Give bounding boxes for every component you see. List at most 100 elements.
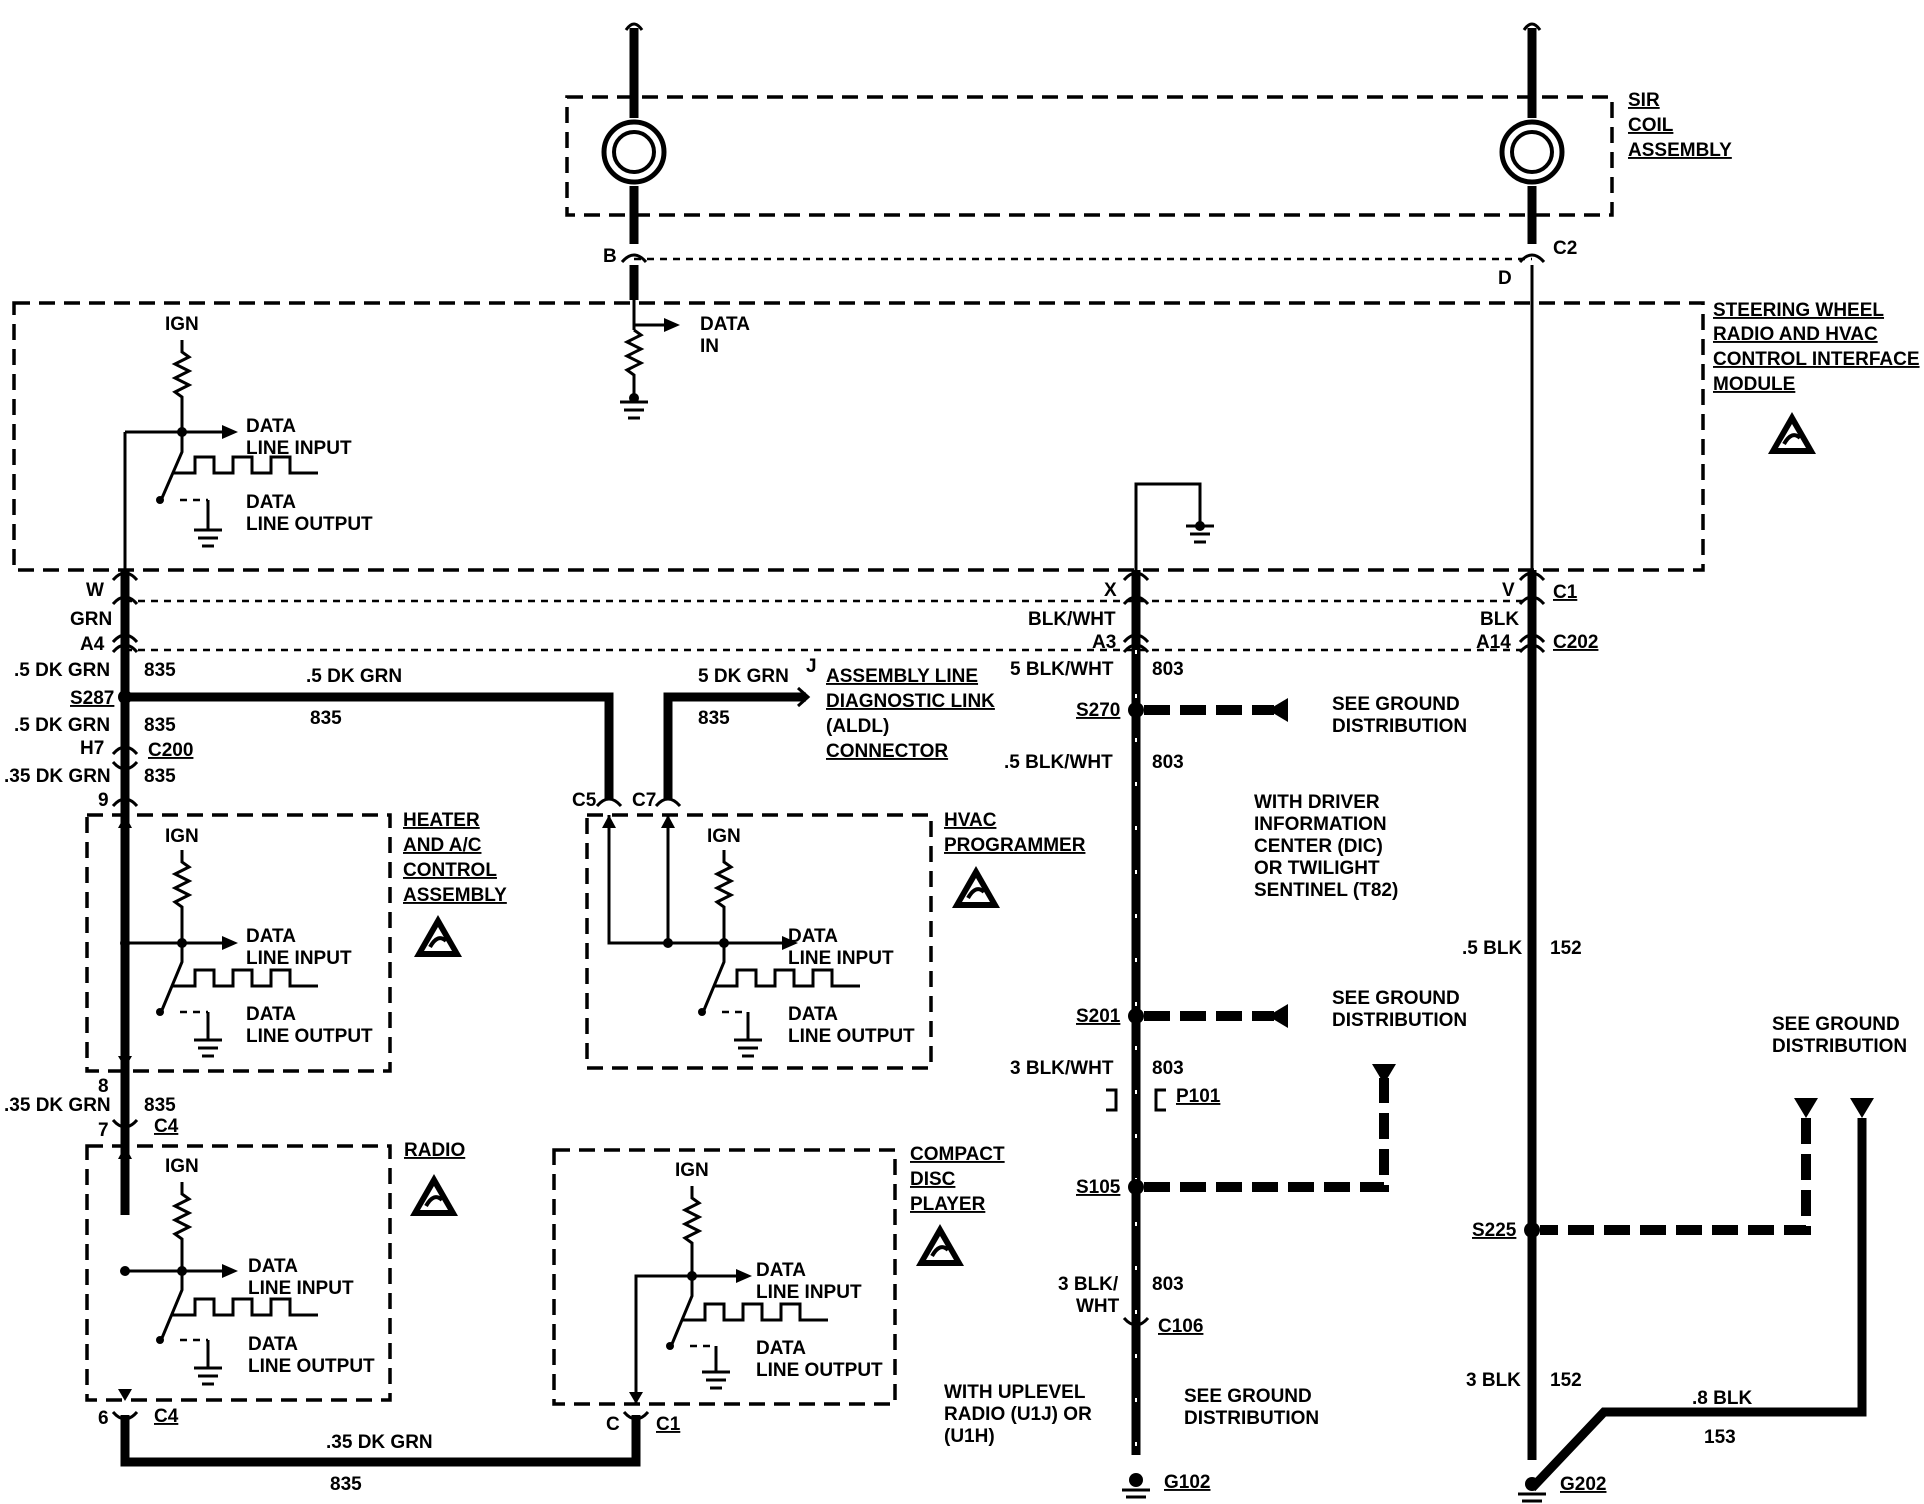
esd-warning-icon bbox=[410, 1174, 458, 1216]
heater-ign-label: IGN bbox=[165, 826, 199, 847]
swm-label-1: STEERING WHEEL bbox=[1713, 300, 1884, 321]
swm-label-4: MODULE bbox=[1713, 374, 1795, 395]
dic-note-1: WITH DRIVER bbox=[1254, 792, 1380, 813]
heater-label-1: HEATER bbox=[403, 810, 480, 831]
conn-c202-label: C202 bbox=[1553, 632, 1598, 653]
circuit-835-a: 835 bbox=[144, 660, 176, 681]
esd-warning-icon bbox=[952, 866, 1000, 908]
s270-ground-1: SEE GROUND bbox=[1332, 694, 1460, 715]
s270-ground-2: DISTRIBUTION bbox=[1332, 716, 1467, 737]
ground-g102-label: G102 bbox=[1164, 1472, 1210, 1493]
wire-5dkgrn-b: .5 DK GRN bbox=[14, 715, 110, 736]
heater-dli-1: DATA bbox=[246, 926, 296, 947]
heater-ac-control-assembly: 9 IGN DATA LINE INPUT DATA LINE OUTPUT H… bbox=[85, 790, 507, 1073]
swm-data-line-input-2: LINE INPUT bbox=[246, 438, 352, 459]
cd-label-1: COMPACT bbox=[910, 1144, 1005, 1165]
swm-ign-label: IGN bbox=[165, 314, 199, 335]
conn-c4-lower-label: C4 bbox=[154, 1406, 179, 1427]
hvac-label-1: HVAC bbox=[944, 810, 997, 831]
circuit-835-aldl: 835 bbox=[698, 708, 730, 729]
esd-warning-icon bbox=[414, 915, 462, 957]
circuit-803-c: 803 bbox=[1152, 1058, 1184, 1079]
ground-g202-label: G202 bbox=[1560, 1474, 1606, 1495]
circuit-835-b: 835 bbox=[144, 715, 176, 736]
circuit-835-bottom: 835 bbox=[330, 1474, 362, 1495]
sir-label-1: SIR bbox=[1628, 90, 1660, 111]
circuit-153: 153 bbox=[1704, 1427, 1736, 1448]
wire-5blkwht-a: 5 BLK/WHT bbox=[1010, 659, 1114, 680]
g102-note-1: SEE GROUND bbox=[1184, 1386, 1312, 1407]
conn-c1-cd-label: C1 bbox=[656, 1414, 681, 1435]
pin-9: 9 bbox=[98, 790, 109, 811]
cd-label-2: DISC bbox=[910, 1169, 956, 1190]
cd-dlo-1: DATA bbox=[756, 1338, 806, 1359]
wire-blkwht: BLK/WHT bbox=[1028, 609, 1116, 630]
sir-coil-assembly: SIR COIL ASSEMBLY bbox=[565, 22, 1732, 244]
ground-g202-icon bbox=[1518, 1477, 1546, 1503]
pin-8: 8 bbox=[98, 1076, 109, 1097]
pin-v: V bbox=[1502, 580, 1515, 601]
circuit-803-d: 803 bbox=[1152, 1274, 1184, 1295]
data-in-2: IN bbox=[700, 336, 719, 357]
wire-35dkgrn-bottom: .35 DK GRN bbox=[326, 1432, 433, 1453]
ground-circuit-803: 5 BLK/WHT 803 S270 SEE GROUND DISTRIBUTI… bbox=[944, 650, 1467, 1499]
conn-c200-label: C200 bbox=[148, 740, 193, 761]
s201-ground-1: SEE GROUND bbox=[1332, 988, 1460, 1009]
cd-ign-label: IGN bbox=[675, 1160, 709, 1181]
wire-5blk: .5 BLK bbox=[1462, 938, 1522, 959]
wire-35dkgrn-a: .35 DK GRN bbox=[4, 766, 111, 787]
cd-label-3: PLAYER bbox=[910, 1194, 986, 1215]
circuit-803-b: 803 bbox=[1152, 752, 1184, 773]
circuit-835-top: 835 bbox=[310, 708, 342, 729]
heater-label-2: AND A/C bbox=[403, 835, 482, 856]
coil-right-icon bbox=[1499, 119, 1565, 185]
cd-dli-1: DATA bbox=[756, 1260, 806, 1281]
radio-dli-2: LINE INPUT bbox=[248, 1278, 354, 1299]
heater-label-3: CONTROL bbox=[403, 860, 497, 881]
wire-grn: GRN bbox=[70, 609, 112, 630]
compact-disc-player: IGN DATA LINE INPUT DATA LINE OUTPUT COM… bbox=[552, 1144, 1005, 1406]
s201-ground-2: DISTRIBUTION bbox=[1332, 1010, 1467, 1031]
swm-data-line-output-2: LINE OUTPUT bbox=[246, 514, 373, 535]
hvac-ign-label: IGN bbox=[707, 826, 741, 847]
aldl-label-4: CONNECTOR bbox=[826, 741, 948, 762]
dic-note-2: INFORMATION bbox=[1254, 814, 1387, 835]
hvac-dli-1: DATA bbox=[788, 926, 838, 947]
pin-7: 7 bbox=[98, 1120, 109, 1141]
swm-label-3: CONTROL INTERFACE bbox=[1713, 349, 1920, 370]
pin-b: B bbox=[603, 246, 617, 267]
splice-s225: S225 bbox=[1472, 1220, 1517, 1241]
pin-a4: A4 bbox=[80, 634, 105, 655]
hvac-dlo-2: LINE OUTPUT bbox=[788, 1026, 915, 1047]
wire-3blk-r: 3 BLK bbox=[1466, 1370, 1521, 1391]
conn-c2-label: C2 bbox=[1553, 238, 1577, 259]
radio-label: RADIO bbox=[404, 1140, 465, 1161]
pin-c: C bbox=[606, 1414, 620, 1435]
radio-dlo-2: LINE OUTPUT bbox=[248, 1356, 375, 1377]
pin-x: X bbox=[1104, 580, 1117, 601]
right-ground-2: DISTRIBUTION bbox=[1772, 1036, 1907, 1057]
wire-5dkgrn-top: .5 DK GRN bbox=[306, 666, 402, 687]
uplevel-note-3: (U1H) bbox=[944, 1426, 995, 1447]
wire-blk: BLK bbox=[1480, 609, 1519, 630]
splice-s270: S270 bbox=[1076, 700, 1120, 721]
wire-35dkgrn-b: .35 DK GRN bbox=[4, 1095, 111, 1116]
heater-dlo-2: LINE OUTPUT bbox=[246, 1026, 373, 1047]
radio-ign-label: IGN bbox=[165, 1156, 199, 1177]
swm-data-line-input-1: DATA bbox=[246, 416, 296, 437]
pin-c5: C5 bbox=[572, 790, 597, 811]
conn-c4-upper-label: C4 bbox=[154, 1116, 179, 1137]
coil-left-icon bbox=[601, 119, 667, 185]
heater-dli-2: LINE INPUT bbox=[246, 948, 352, 969]
esd-warning-icon bbox=[916, 1224, 964, 1266]
circuit-152-a: 152 bbox=[1550, 938, 1582, 959]
hvac-programmer: C5 C7 IGN DATA LINE INPUT DATA LINE OUTP… bbox=[572, 790, 1086, 1070]
pin-h7: H7 bbox=[80, 738, 104, 759]
conn-p101-label: P101 bbox=[1176, 1086, 1221, 1107]
aldl-label-3: (ALDL) bbox=[826, 716, 889, 737]
data-in-1: DATA bbox=[700, 314, 750, 335]
heater-dlo-1: DATA bbox=[246, 1004, 296, 1025]
dic-note-3: CENTER (DIC) bbox=[1254, 836, 1383, 857]
wire-3blk-b: WHT bbox=[1076, 1296, 1120, 1317]
